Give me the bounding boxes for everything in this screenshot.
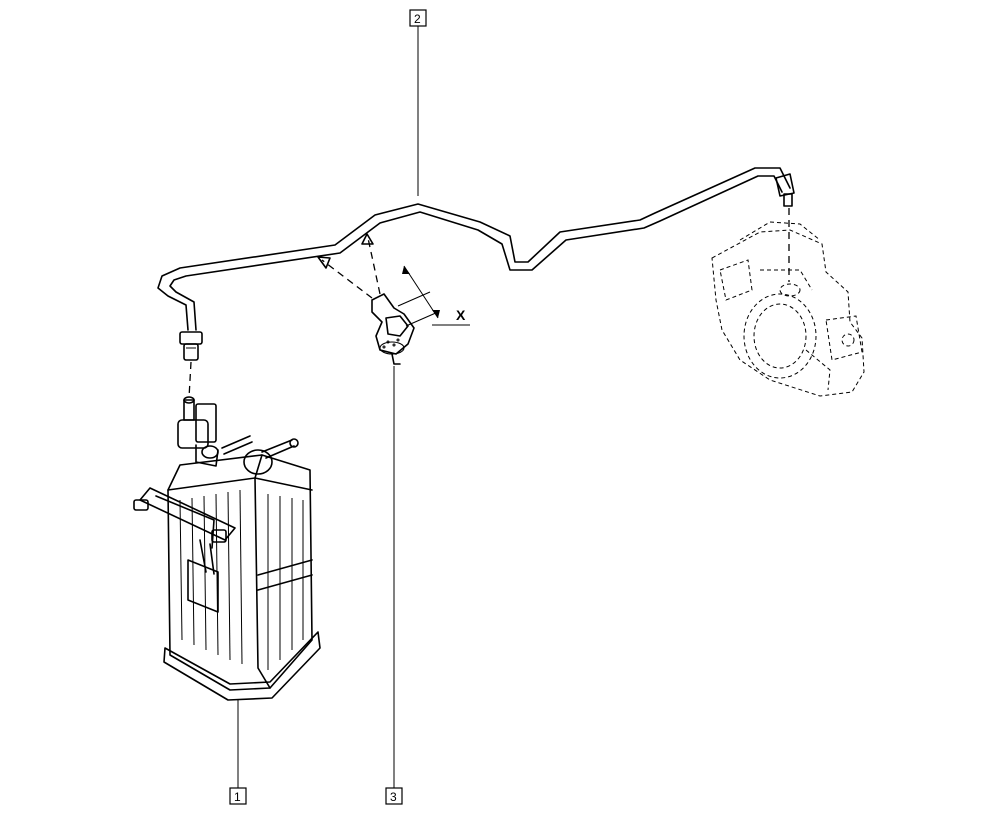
callout-3: 3 <box>385 366 403 805</box>
callout-1: 1 <box>229 700 247 805</box>
assembly-line-bracket-left <box>321 259 373 299</box>
throttle-body <box>711 221 865 397</box>
callout-2: 2 <box>409 9 427 196</box>
callout-2-label: 2 <box>414 12 421 26</box>
callout-3-label: 3 <box>390 790 397 804</box>
assembly-line-canister <box>188 361 192 399</box>
hose-clip-bracket <box>371 293 415 365</box>
assembly-line-bracket-up <box>367 237 381 295</box>
dimension-x-label: X <box>456 307 466 323</box>
callout-1-label: 1 <box>234 790 241 804</box>
vapour-hose <box>157 167 791 331</box>
dimension-x: X <box>397 265 470 327</box>
charcoal-canister <box>133 396 321 701</box>
hose-throttle-end <box>775 173 795 207</box>
hose-canister-connector <box>179 331 203 361</box>
